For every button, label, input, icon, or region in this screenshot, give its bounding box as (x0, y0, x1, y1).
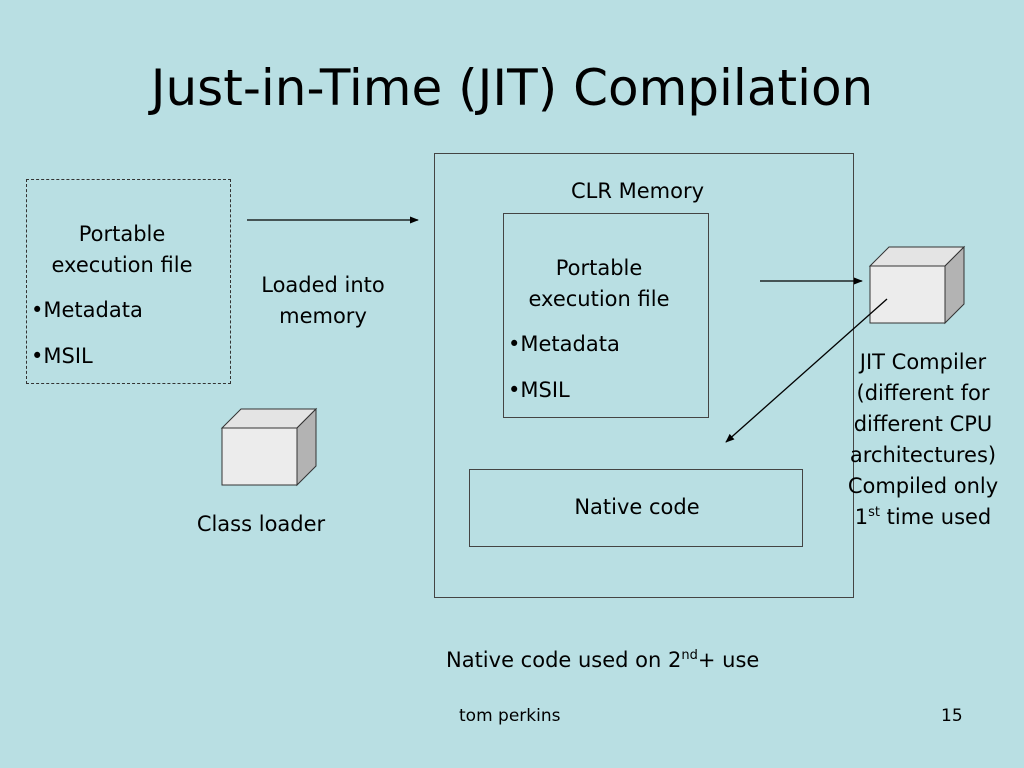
footer-page-number: 15 (941, 706, 963, 726)
portable-file-msil: •MSIL (31, 344, 93, 368)
clr-portable-file-box: Portable execution file •Metadata •MSIL (503, 213, 709, 418)
native-code-box: Native code (469, 469, 803, 547)
jit-line4: architectures) (849, 443, 997, 467)
native-output-arrow (725, 298, 888, 443)
clr-file-line2: execution file (528, 287, 670, 311)
jit-compiler-cube-icon (868, 245, 966, 325)
class-loader-cube-icon (220, 407, 318, 487)
portable-file-line1: Portable (78, 222, 166, 246)
loaded-into-label-line1: Loaded into (261, 273, 385, 297)
clr-file-msil: •MSIL (508, 378, 570, 402)
class-loader-label: Class loader (196, 512, 326, 536)
jit-line5: Compiled only (847, 474, 999, 498)
portable-file-metadata: •Metadata (31, 298, 143, 322)
jit-line6: 1st time used (854, 505, 992, 529)
jit-line1: JIT Compiler (859, 350, 987, 374)
portable-file-box: Portable execution file •Metadata •MSIL (26, 179, 231, 384)
native-code-label: Native code (574, 495, 700, 519)
native-code-usage-note: Native code used on 2nd+ use (446, 648, 760, 672)
jit-line3: different CPU (853, 412, 993, 436)
clr-memory-label: CLR Memory (571, 179, 705, 203)
footer-author: tom perkins (459, 706, 561, 726)
loaded-into-label-line2: memory (279, 304, 367, 328)
clr-file-line1: Portable (555, 256, 643, 280)
jit-compiler-text: JIT Compiler (different for different CP… (828, 347, 1018, 533)
portable-file-line2: execution file (51, 253, 193, 277)
clr-file-metadata: •Metadata (508, 332, 620, 356)
clr-memory-box (434, 153, 854, 598)
jit-line2: (different for (856, 381, 990, 405)
slide-title: Just-in-Time (JIT) Compilation (150, 59, 874, 117)
